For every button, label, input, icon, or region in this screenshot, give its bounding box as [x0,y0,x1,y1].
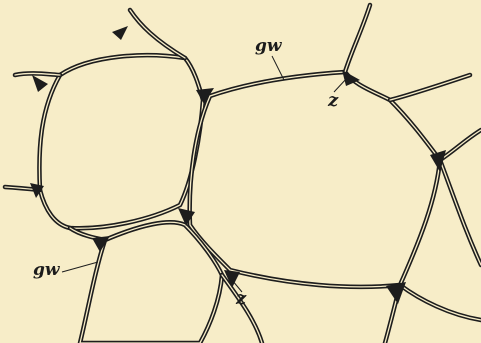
label-z-bottom: z [236,290,246,308]
intercellular-space-left-top [32,75,48,92]
label-z-top: z [328,92,338,110]
label-gw-bottom: gw [33,262,60,279]
leader-gw-top [272,56,284,80]
label-gw-top: gw [255,38,282,55]
intercellular-spaces [30,26,446,304]
cell-wall-left [39,55,203,228]
cell-wall-large [190,72,440,287]
intercellular-space-top-left [112,26,128,40]
intercellular-space-bottom-left [92,236,110,252]
leader-gw-bottom [62,262,98,272]
